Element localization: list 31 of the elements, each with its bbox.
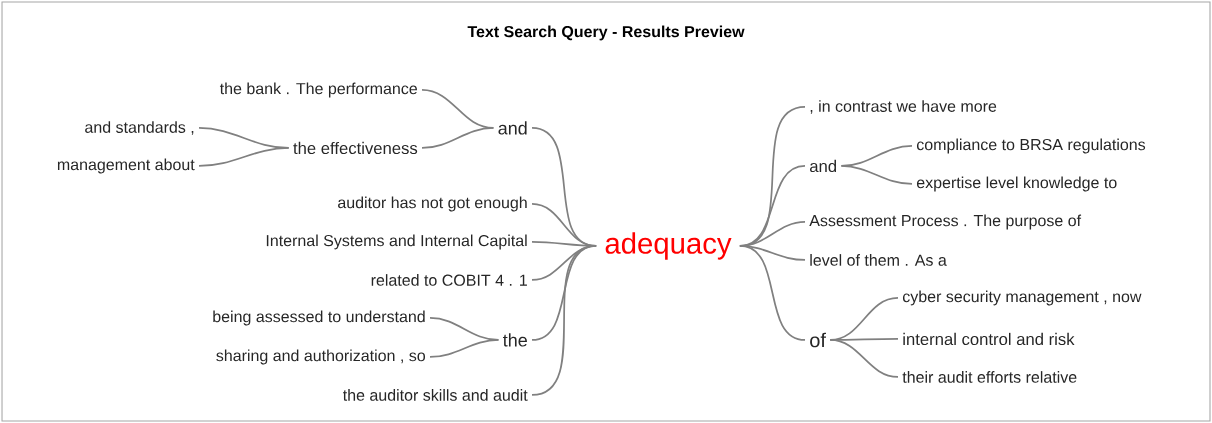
phrase-text: compliance to BRSA regulations bbox=[916, 138, 1146, 154]
phrase-text: being assessed to understand bbox=[213, 310, 425, 326]
phrase-text: and bbox=[498, 121, 527, 135]
phrase-text: sharing and authorization , so bbox=[216, 349, 425, 365]
phrase-text: , in contrast we have more bbox=[810, 100, 997, 114]
phrase-text: and bbox=[810, 159, 836, 173]
phrase-text: internal control and risk bbox=[903, 332, 1075, 346]
connector-line bbox=[531, 245, 597, 396]
phrase-text: of bbox=[810, 332, 826, 348]
phrase-text: the bank . The performance bbox=[219, 82, 417, 98]
phrase-text: the auditor skills and audit bbox=[343, 389, 528, 401]
connector-line bbox=[829, 339, 899, 378]
connector-line bbox=[421, 127, 495, 149]
connector-line bbox=[840, 165, 913, 185]
phrase-text: Assessment Process . The purpose of bbox=[809, 214, 1082, 230]
phrase-text: and standards , bbox=[85, 121, 194, 135]
phrase-text: related to COBIT 4 . 1 bbox=[371, 274, 527, 286]
phrase-text: level of them . As a bbox=[810, 254, 947, 266]
phrase-text: the effectiveness bbox=[293, 141, 418, 155]
connector-line bbox=[198, 147, 290, 167]
title: Text Search Query - Results Preview bbox=[467, 25, 745, 41]
phrase-text: their audit efforts relative bbox=[902, 371, 1077, 383]
phrase-text: the bbox=[503, 333, 527, 347]
phrase-text: expertise level knowledge to bbox=[916, 176, 1117, 192]
phrase-text: auditor has not got enough bbox=[338, 196, 527, 212]
connector-line bbox=[739, 245, 806, 341]
phrase-text: management about bbox=[57, 158, 195, 174]
root-word: adequacy bbox=[605, 232, 732, 260]
connector-line bbox=[429, 339, 500, 358]
phrase-text: cyber security management , now bbox=[902, 290, 1142, 306]
phrase-text: Internal Systems and Internal Capital bbox=[266, 234, 527, 250]
